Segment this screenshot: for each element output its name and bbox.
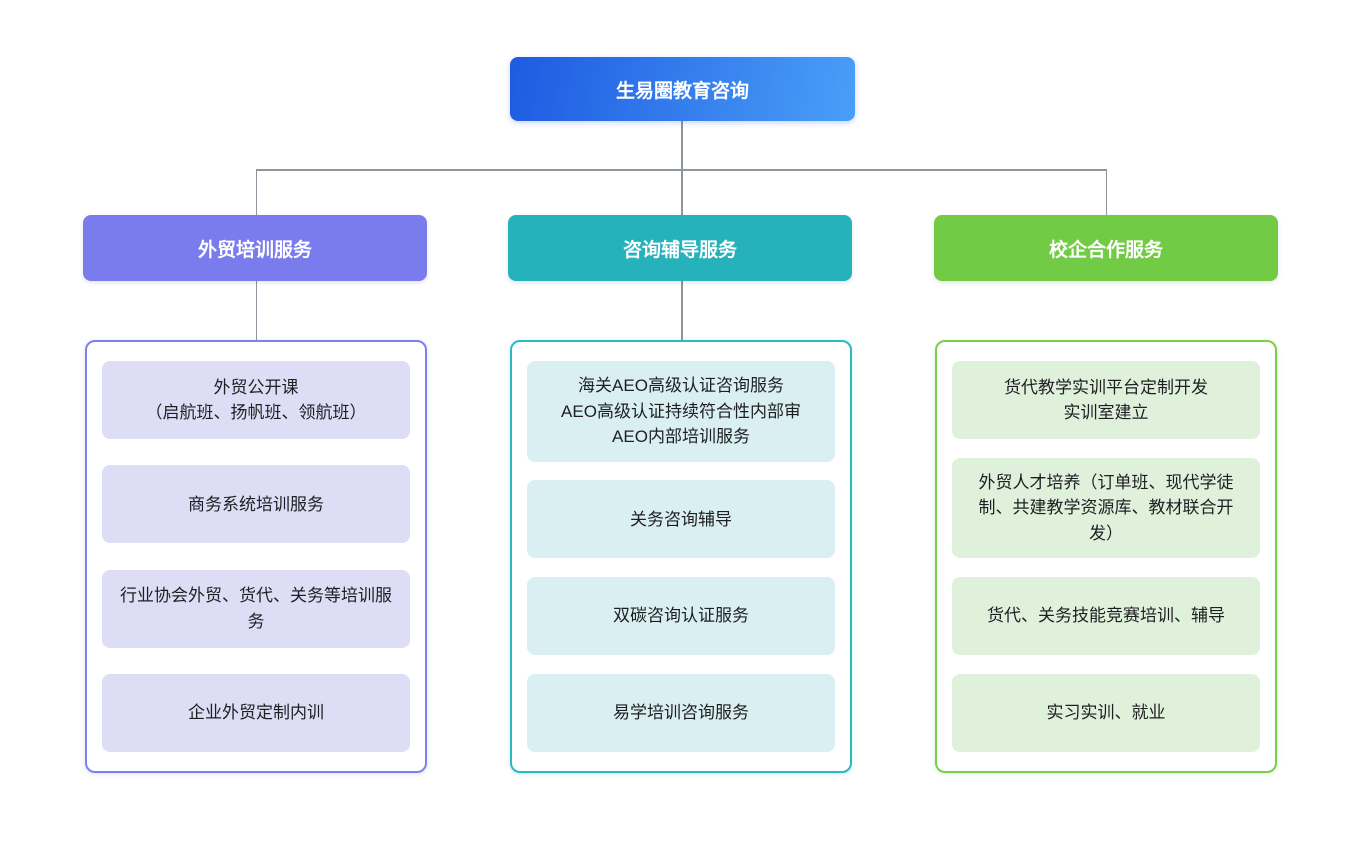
branch-header-label: 咨询辅导服务 bbox=[622, 239, 737, 261]
root-node-company: 生易圈教育咨询 bbox=[510, 57, 855, 121]
branch-list-consulting-coaching: 海关AEO高级认证咨询服务 AEO高级认证持续符合性内部审 AEO内部培训服务 … bbox=[510, 340, 852, 773]
leaf-item: 双碳咨询认证服务 bbox=[527, 577, 835, 656]
branch-header-label: 外贸培训服务 bbox=[197, 239, 312, 261]
connector-horizontal-bar bbox=[255, 169, 1106, 171]
leaf-item: 货代教学实训平台定制开发 实训室建立 bbox=[952, 361, 1260, 439]
connector-header-to-list-branch-1 bbox=[255, 281, 257, 340]
leaf-item: 货代、关务技能竞赛培训、辅导 bbox=[952, 577, 1260, 656]
branch-list-foreign-trade-training: 外贸公开课 （启航班、扬帆班、领航班） 商务系统培训服务 行业协会外贸、货代、关… bbox=[85, 340, 427, 773]
branch-header-school-enterprise: 校企合作服务 bbox=[934, 215, 1278, 281]
leaf-item: 外贸公开课 （启航班、扬帆班、领航班） bbox=[102, 361, 410, 439]
connector-drop-branch-1 bbox=[255, 169, 257, 215]
connector-drop-branch-3 bbox=[1105, 169, 1107, 215]
leaf-item: 行业协会外贸、货代、关务等培训服务 bbox=[102, 569, 410, 648]
branch-header-consulting-coaching: 咨询辅导服务 bbox=[508, 215, 852, 281]
branch-header-foreign-trade-training: 外贸培训服务 bbox=[83, 215, 427, 281]
leaf-item: 关务咨询辅导 bbox=[527, 480, 835, 559]
leaf-item: 易学培训咨询服务 bbox=[527, 673, 835, 752]
connector-drop-branch-2 bbox=[681, 169, 683, 215]
connector-root-stem bbox=[681, 121, 683, 169]
leaf-item: 外贸人才培养（订单班、现代学徒制、共建教学资源库、教材联合开发） bbox=[952, 457, 1260, 559]
root-node-label: 生易圈教育咨询 bbox=[615, 80, 749, 102]
leaf-item: 海关AEO高级认证咨询服务 AEO高级认证持续符合性内部审 AEO内部培训服务 bbox=[527, 361, 835, 462]
leaf-item: 商务系统培训服务 bbox=[102, 465, 410, 544]
branch-header-label: 校企合作服务 bbox=[1048, 239, 1163, 261]
leaf-item: 企业外贸定制内训 bbox=[102, 673, 410, 752]
branch-list-school-enterprise: 货代教学实训平台定制开发 实训室建立 外贸人才培养（订单班、现代学徒制、共建教学… bbox=[935, 340, 1277, 773]
connector-header-to-list-branch-2 bbox=[681, 281, 683, 340]
leaf-item: 实习实训、就业 bbox=[952, 673, 1260, 752]
